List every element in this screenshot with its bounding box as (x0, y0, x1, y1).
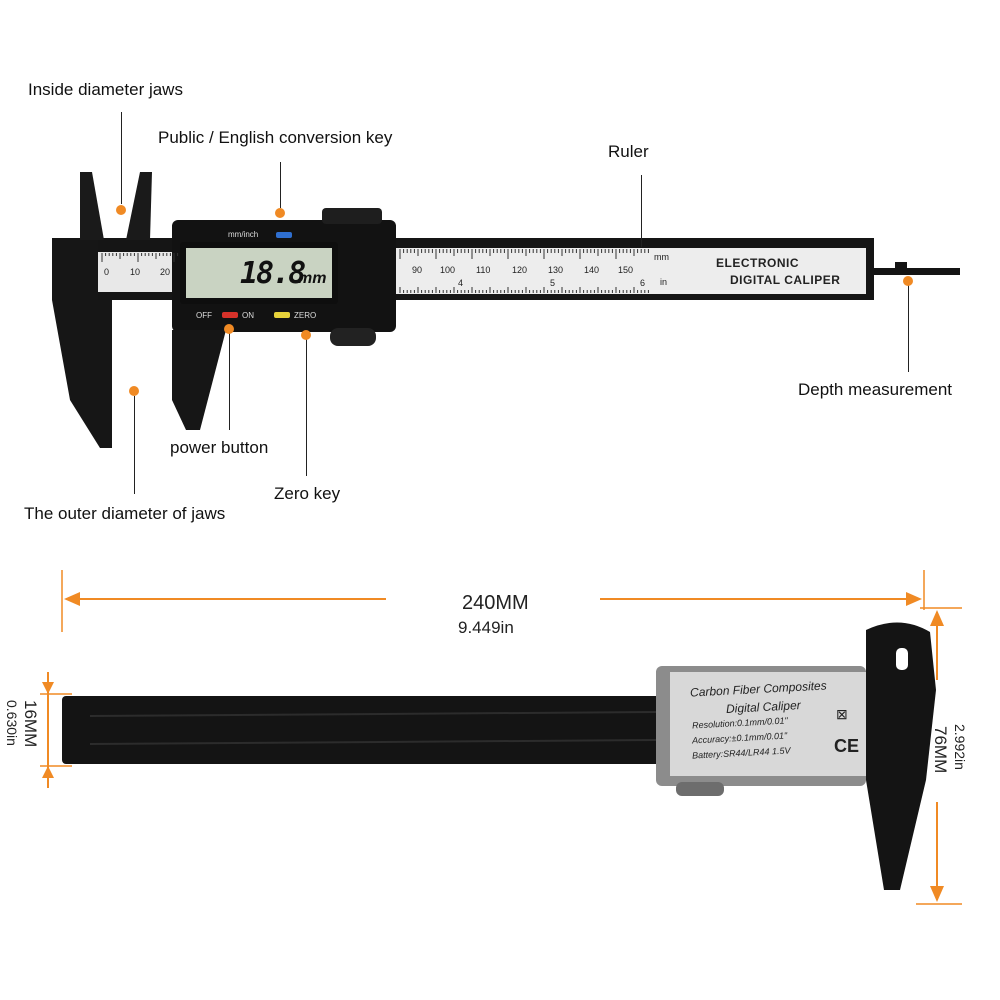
callout-dot-zero-key (301, 330, 311, 340)
scale-num-right-110: 110 (476, 265, 491, 275)
scale-num-right-150: 150 (618, 265, 634, 275)
power-button-shape (222, 312, 238, 318)
bottom-beam (62, 696, 668, 764)
callout-power: power button (170, 438, 269, 457)
callout-dot-inside-jaws (116, 205, 126, 215)
slider-top-grip (322, 208, 382, 224)
height-mm: 76MM (931, 726, 950, 774)
thumb-wheel (330, 328, 376, 346)
thickness-arrowhead-top (42, 682, 54, 694)
scale-num-right-100: 100 (440, 265, 456, 275)
callout-line-conversion-key (280, 162, 281, 208)
scale-num-right-130: 130 (548, 265, 564, 275)
callout-dot-power (224, 324, 234, 334)
lcd-reading: 18.8 (240, 256, 306, 291)
scale-num-right-90: 90 (412, 265, 423, 275)
thickness-mm: 16MM (21, 700, 40, 748)
callout-depth: Depth measurement (798, 380, 953, 399)
height-arrowhead-top (930, 610, 944, 626)
lcd-screen (186, 248, 332, 298)
callout-line-outer-jaws (134, 396, 135, 494)
inch-mark-5: 5 (550, 278, 556, 288)
ruler-strip-right (396, 248, 866, 294)
callout-inside-jaws: Inside diameter jaws (28, 80, 183, 99)
moving-outer-jaw (172, 330, 226, 430)
inch-mark-6: 6 (640, 278, 646, 288)
bottom-beam-groove-1 (89, 711, 661, 717)
beam-title-1: ELECTRONIC (716, 256, 799, 270)
callout-dot-depth (903, 276, 913, 286)
inch-mark-4: 4 (458, 278, 464, 288)
bottom-caliper-drawing (40, 570, 962, 905)
top-caliper-drawing (52, 172, 960, 448)
bottom-thumb-wheel (676, 782, 724, 796)
unit-button-shape (276, 232, 292, 238)
mm-label: mm (654, 252, 669, 262)
length-arrowhead-left (64, 592, 80, 606)
zero-label: ZERO (294, 311, 317, 320)
moving-inside-jaw (126, 172, 152, 240)
ce-mark: CE (834, 736, 860, 756)
recycle-bin-icon: ⊠ (836, 706, 848, 722)
fixed-inside-jaw (80, 172, 104, 240)
bottom-jaw-slot (896, 648, 908, 670)
callout-line-zero-key (306, 336, 307, 476)
callout-conversion-key: Public / English conversion key (158, 128, 393, 147)
callout-line-depth (908, 284, 909, 372)
lcd-unit: mm (298, 270, 327, 287)
callout-zero-key: Zero key (274, 484, 341, 503)
fixed-outer-jaw (52, 240, 112, 448)
callout-line-power (229, 330, 230, 430)
callout-ruler: Ruler (608, 142, 649, 161)
callout-dot-conversion-key (275, 208, 285, 218)
in-label: in (660, 277, 668, 287)
ruler-strip-left (98, 252, 180, 292)
height-in: 2.992in (952, 724, 968, 770)
bottom-beam-groove-2 (89, 739, 661, 745)
depth-rod-tip (895, 262, 907, 270)
scale-num-right-120: 120 (512, 265, 528, 275)
callout-dot-outer-jaws (129, 386, 139, 396)
thickness-in: 0.630in (4, 700, 20, 746)
callout-line-inside-jaws (121, 112, 122, 204)
off-label: OFF (196, 311, 212, 320)
on-label: ON (242, 311, 254, 320)
bottom-label-plate (670, 672, 870, 776)
bottom-jaw (866, 622, 936, 890)
length-mm: 240MM (462, 592, 529, 614)
callout-outer-jaws: The outer diameter of jaws (24, 504, 226, 523)
length-arrowhead-right (906, 592, 922, 606)
depth-rod (860, 268, 960, 275)
scale-num-left-0: 0 (104, 267, 110, 277)
thickness-arrowhead-bottom (42, 766, 54, 778)
height-arrowhead-bottom (930, 886, 944, 902)
unit-key-label: mm/inch (228, 230, 259, 239)
ruler-ticks-right (399, 249, 649, 293)
scale-num-right-140: 140 (584, 265, 600, 275)
length-in: 9.449in (458, 618, 514, 637)
ruler-ticks-left (101, 253, 179, 262)
scale-num-left-1: 10 (130, 267, 141, 277)
scale-num-left-2: 20 (160, 267, 171, 277)
beam-title-2: DIGITAL CALIPER (730, 273, 841, 287)
zero-button-shape (274, 312, 290, 318)
callout-line-ruler (641, 175, 642, 247)
